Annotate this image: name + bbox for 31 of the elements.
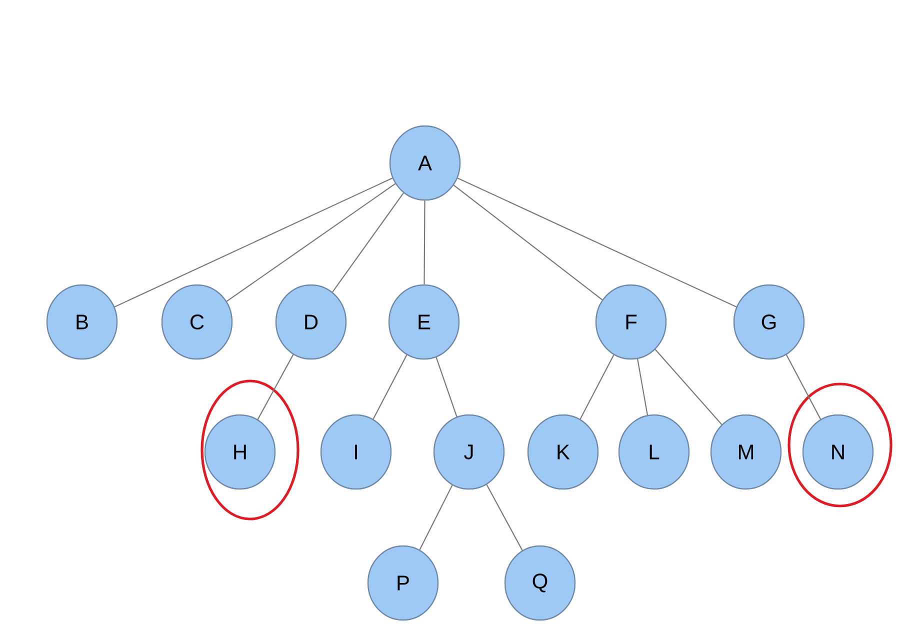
tree-node: A xyxy=(389,125,461,201)
connector-line xyxy=(637,358,648,416)
tree-node: Q xyxy=(504,545,576,621)
connector-line xyxy=(419,484,453,550)
tree-node: L xyxy=(618,414,690,490)
connector-line xyxy=(226,183,396,302)
tree-node: P xyxy=(367,545,439,621)
connector-line xyxy=(453,184,603,300)
tree-node: B xyxy=(46,284,118,360)
connector-line xyxy=(457,178,737,308)
tree-node: D xyxy=(275,284,347,360)
tree-node: M xyxy=(710,414,782,490)
connector-line xyxy=(372,354,408,420)
connector-line xyxy=(486,484,523,551)
tree-node: G xyxy=(733,284,805,360)
tree-node: N xyxy=(802,414,874,490)
tree-node: H xyxy=(204,414,276,490)
tree-node: J xyxy=(433,414,505,490)
connector-line xyxy=(786,354,822,420)
connector-line xyxy=(580,354,614,420)
tree-node: I xyxy=(320,414,392,490)
connector-line xyxy=(436,357,458,417)
tree-node: C xyxy=(161,284,233,360)
connector-line xyxy=(424,200,426,284)
connector-line xyxy=(257,354,294,420)
connector-line xyxy=(114,178,393,308)
tree-node: E xyxy=(388,284,460,360)
connector-line xyxy=(332,192,404,292)
tree-node: F xyxy=(595,284,667,360)
connector-line xyxy=(654,349,722,425)
tree-node: K xyxy=(527,414,599,490)
